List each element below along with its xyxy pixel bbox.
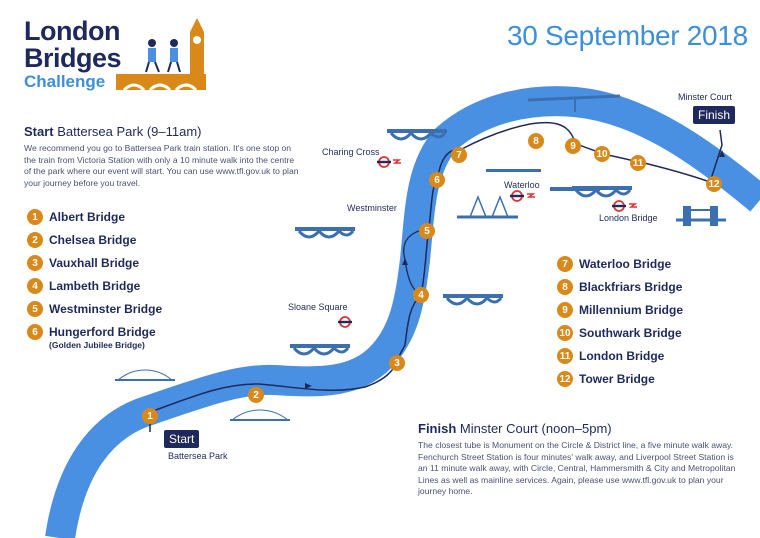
bridge-number: 2 <box>27 232 43 248</box>
route-marker-1: 1 <box>142 408 158 424</box>
bridge-name: Westminster Bridge <box>49 302 163 316</box>
bridge-name-sub: (Golden Jubilee Bridge) <box>49 340 145 350</box>
bridge-number: 9 <box>557 302 573 318</box>
bridge-name: Southwark Bridge <box>579 326 682 340</box>
bridge-number: 6 <box>27 324 43 340</box>
finish-heading-label: Finish <box>418 421 457 436</box>
start-tag: Start <box>164 430 200 448</box>
route-marker-7: 7 <box>451 147 467 163</box>
route-marker-4: 4 <box>413 287 429 303</box>
list-item: 9 Millennium Bridge <box>557 302 683 318</box>
underground-roundel-icon <box>377 156 391 168</box>
logo-line-2: Bridges <box>24 43 122 73</box>
national-rail-icon <box>392 159 402 164</box>
place-label-london-bridge: London Bridge <box>599 213 658 223</box>
bridge-illustration <box>441 292 505 306</box>
logo-line-1: London <box>24 16 120 46</box>
route-arrow <box>719 150 725 157</box>
underground-roundel-icon <box>338 316 352 328</box>
list-item: 2 Chelsea Bridge <box>27 232 162 248</box>
list-item: 6 Hungerford Bridge(Golden Jubilee Bridge… <box>27 324 162 351</box>
bridge-name: Blackfriars Bridge <box>579 280 683 294</box>
bridge-name: Millennium Bridge <box>579 303 684 317</box>
bridge-list-left: 1 Albert Bridge 2 Chelsea Bridge 3 Vauxhall… <box>27 209 162 358</box>
bridge-number: 12 <box>557 371 573 387</box>
route-marker-3: 3 <box>389 355 405 371</box>
start-heading: Start Battersea Park (9–11am) <box>24 124 299 139</box>
event-date: 30 September 2018 <box>507 20 748 51</box>
place-label-battersea-park: Battersea Park <box>168 451 228 461</box>
bridge-number: 4 <box>27 278 43 294</box>
route-marker-11: 11 <box>630 155 646 171</box>
bridge-number: 7 <box>557 256 573 272</box>
bridge-name: Albert Bridge <box>49 210 126 224</box>
underground-roundel-icon <box>612 200 626 212</box>
bridge-number: 8 <box>557 279 573 295</box>
route-marker-6: 6 <box>429 172 445 188</box>
list-item: 7 Waterloo Bridge <box>557 256 683 272</box>
suspension-bridge-illustration <box>115 369 175 381</box>
millennium-bridge-illustration <box>527 94 621 112</box>
place-label-sloane-square: Sloane Square <box>288 302 348 312</box>
bridge-illustration <box>288 342 352 356</box>
national-rail-icon <box>526 193 536 198</box>
start-section: Start Battersea Park (9–11am) We recomme… <box>24 124 299 189</box>
route-marker-8: 8 <box>528 133 544 149</box>
list-item: 1 Albert Bridge <box>27 209 162 225</box>
route-arrow <box>305 383 312 389</box>
list-item: 4 Lambeth Bridge <box>27 278 162 294</box>
bridge-name-main: Hungerford Bridge <box>49 325 156 339</box>
bridge-number: 11 <box>557 348 573 364</box>
bridge-name: Lambeth Bridge <box>49 279 141 293</box>
logo: London Bridges Challenge <box>24 16 122 92</box>
finish-heading: Finish Minster Court (noon–5pm) <box>418 421 740 436</box>
bridge-name: Tower Bridge <box>579 372 655 386</box>
route-arrow <box>402 258 408 265</box>
list-item: 5 Westminster Bridge <box>27 301 162 317</box>
finish-description: The closest tube is Monument on the Circ… <box>418 440 736 497</box>
list-item: 8 Blackfriars Bridge <box>557 279 683 295</box>
bridge-list-right: 7 Waterloo Bridge 8 Blackfriars Bridge 9 Mi… <box>557 256 683 394</box>
underground-roundel-icon <box>510 190 524 202</box>
list-item: 12 Tower Bridge <box>557 371 683 387</box>
place-label-minster-court: Minster Court <box>678 92 733 102</box>
route-marker-9: 9 <box>565 138 581 154</box>
bridge-number: 5 <box>27 301 43 317</box>
bridge-illustration <box>293 225 357 239</box>
national-rail-icon <box>628 203 638 208</box>
route-marker-12: 12 <box>706 176 722 192</box>
place-label-waterloo: Waterloo <box>504 180 540 190</box>
london-bridge-illustration <box>550 187 600 191</box>
logo-bridge-graphic <box>116 18 206 92</box>
logo-line-3: Challenge <box>24 72 106 91</box>
southwark-bridge-illustration <box>486 169 541 172</box>
bridge-number: 1 <box>27 209 43 225</box>
route-marker-10: 10 <box>594 146 610 162</box>
place-label-westminster: Westminster <box>347 203 397 213</box>
list-item: 10 Southwark Bridge <box>557 325 683 341</box>
bridge-name: London Bridge <box>579 349 665 363</box>
finish-section: Finish Minster Court (noon–5pm) The clos… <box>418 421 740 498</box>
bridge-name: Waterloo Bridge <box>579 257 672 271</box>
bridge-number: 10 <box>557 325 573 341</box>
start-description: We recommend you go to Battersea Park tr… <box>24 143 299 188</box>
route-marker-2: 2 <box>248 387 264 403</box>
start-heading-location: Battersea Park (9–11am) <box>53 124 202 139</box>
place-label-charing-cross: Charing Cross <box>322 147 380 157</box>
start-heading-label: Start <box>24 124 54 139</box>
route-marker-5: 5 <box>419 223 435 239</box>
bridge-name: Hungerford Bridge(Golden Jubilee Bridge) <box>49 324 156 351</box>
tower-bridge-illustration <box>676 206 726 226</box>
bridge-name: Vauxhall Bridge <box>49 256 140 270</box>
suspension-bridge-illustration <box>230 409 290 421</box>
list-item: 3 Vauxhall Bridge <box>27 255 162 271</box>
list-item: 11 London Bridge <box>557 348 683 364</box>
bridge-name: Chelsea Bridge <box>49 233 137 247</box>
finish-heading-location: Minster Court (noon–5pm) <box>456 421 612 436</box>
finish-tag: Finish <box>693 106 736 124</box>
bridge-number: 3 <box>27 255 43 271</box>
logo-runners-icon <box>145 39 181 73</box>
hungerford-bridge-illustration <box>457 194 518 219</box>
